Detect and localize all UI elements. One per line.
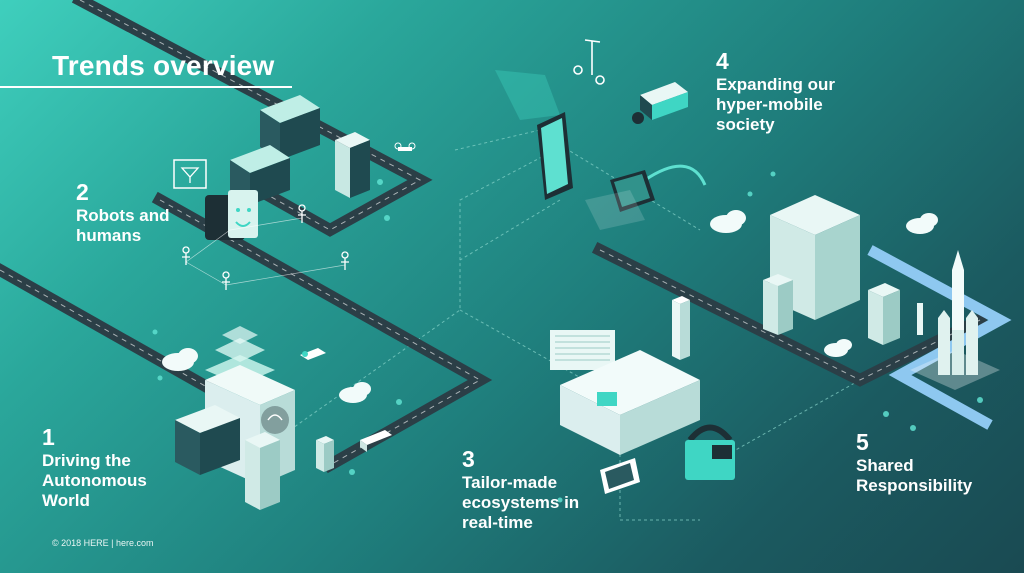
trend-label-line: Autonomous <box>42 470 147 490</box>
drone-icon <box>394 142 416 151</box>
trend-5-label: 5 Shared Responsibility <box>856 431 972 496</box>
trend-4-label: 4 Expanding our hyper-mobile society <box>716 50 835 135</box>
trend-number: 1 <box>42 424 55 450</box>
trend-label-line: Expanding our <box>716 75 835 94</box>
robot-face-icon <box>205 190 258 240</box>
trend-number: 5 <box>856 429 869 455</box>
robots-and-humans-scene <box>173 95 416 290</box>
trend-label-line: humans <box>76 225 142 245</box>
autonomous-world-scene <box>175 326 392 510</box>
trend-label-line: hyper-mobile <box>716 94 823 114</box>
trend-label-line: Driving the <box>42 451 131 470</box>
security-camera-icon <box>632 82 688 124</box>
trend-label-line: World <box>42 490 90 510</box>
shared-responsibility-scene <box>763 195 1000 390</box>
hyper-mobile-scene <box>495 39 707 230</box>
trend-label-line: Tailor-made <box>462 473 558 492</box>
trend-number: 2 <box>76 179 89 205</box>
trend-number: 4 <box>716 48 729 74</box>
trend-label-line: real-time <box>462 512 533 532</box>
trend-label-line: society <box>716 114 775 134</box>
trend-label-line: Robots and <box>76 206 170 225</box>
padlock-icon <box>685 424 735 480</box>
smartphone-icon <box>537 112 573 200</box>
trend-label-line: ecosystems in <box>462 492 580 512</box>
title-underline <box>0 86 292 88</box>
slide-title: Trends overview <box>52 50 275 81</box>
trend-2-label: 2 Robots and humans <box>76 181 170 246</box>
segway-icon <box>573 39 605 85</box>
car-icon <box>300 348 326 360</box>
ecosystems-scene <box>550 296 735 494</box>
cocktail-sign-icon <box>173 159 207 189</box>
truck-icon <box>360 430 392 452</box>
rocket-icon <box>938 250 978 375</box>
trend-1-label: 1 Driving the Autonomous World <box>42 426 147 511</box>
trend-label-line: Responsibility <box>856 475 973 495</box>
trend-3-label: 3 Tailor-made ecosystems in real-time <box>462 448 579 533</box>
vr-headset-icon <box>610 164 707 212</box>
cloud-icon <box>162 210 938 403</box>
person-icon <box>182 204 349 290</box>
copyright-footer: © 2018 HERE | here.com <box>52 538 154 548</box>
trend-number: 3 <box>462 446 475 472</box>
trend-label-line: Shared <box>856 456 914 475</box>
